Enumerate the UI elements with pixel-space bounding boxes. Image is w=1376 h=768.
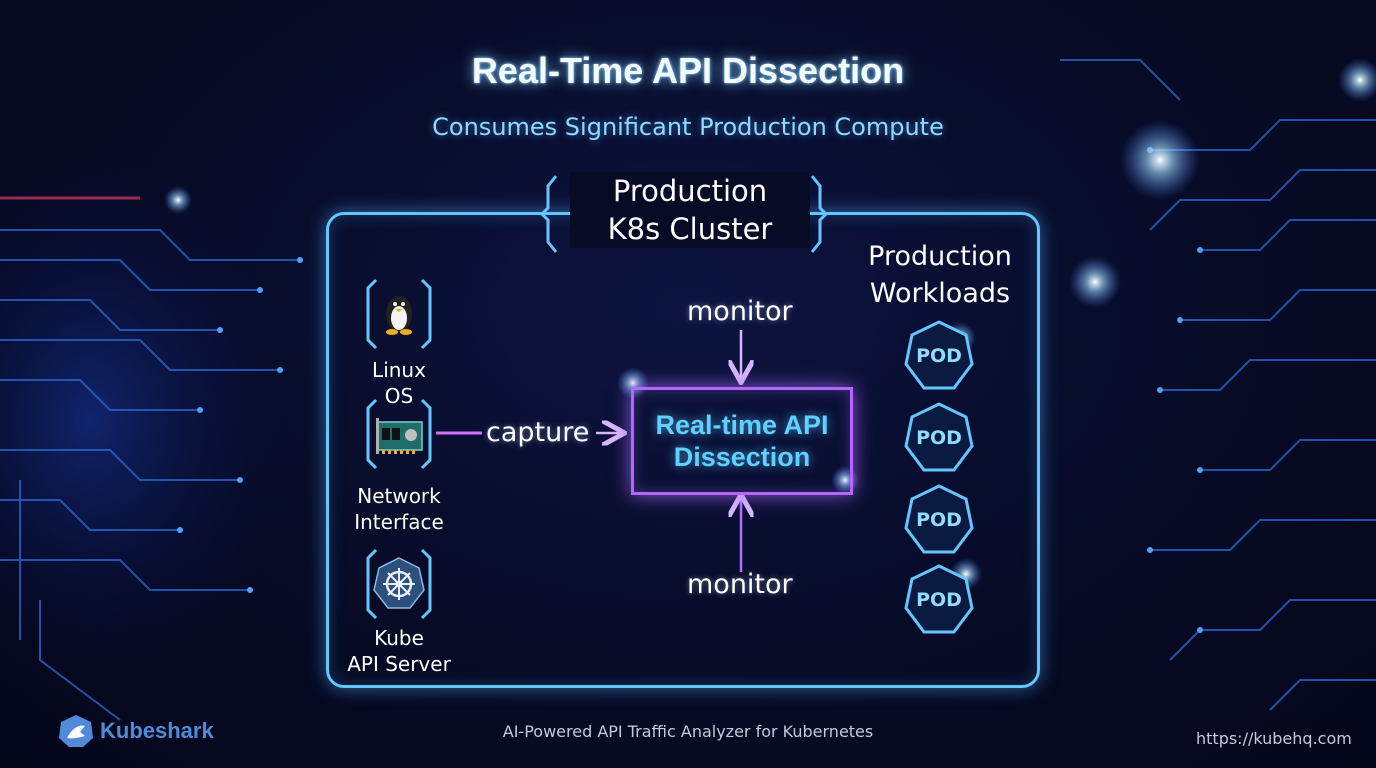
brand-name: Kubeshark	[100, 718, 214, 743]
network-interface-label-line2: Interface	[354, 510, 444, 534]
network-card-icon	[366, 398, 432, 470]
network-interface-label: Network Interface	[329, 483, 469, 535]
page-title: Real-Time API Dissection	[471, 50, 905, 91]
linux-penguin-icon	[366, 278, 432, 350]
kube-api-server-label-line2: API Server	[347, 652, 451, 676]
pod-label: POD	[916, 345, 962, 367]
pod-hexagon: POD	[904, 402, 974, 474]
page-subtitle: Consumes Significant Production Compute	[432, 113, 944, 141]
pod-hexagon: POD	[904, 484, 974, 556]
pod-hexagon: POD	[904, 564, 974, 636]
pod-label: POD	[916, 589, 962, 611]
workloads-title-line2: Workloads	[869, 278, 1011, 309]
pod-label: POD	[916, 427, 962, 449]
pod-hexagon: POD	[904, 320, 974, 392]
footer-tagline: AI-Powered API Traffic Analyzer for Kube…	[502, 722, 874, 741]
network-interface-label-line1: Network	[357, 484, 441, 508]
cluster-label-brackets	[540, 175, 829, 253]
kube-api-server-label-line1: Kube	[374, 626, 424, 650]
cluster-label-line1: Production	[612, 174, 768, 208]
monitor-label-bottom: monitor	[687, 569, 793, 600]
cluster-label: Production K8s Cluster	[570, 172, 810, 248]
dissection-box-line1: Real-time API	[655, 410, 829, 440]
linux-os-label-line1: Linux	[372, 358, 426, 382]
kube-api-server-label: Kube API Server	[329, 625, 469, 677]
workloads-title-line1: Production	[868, 241, 1012, 272]
dissection-box-line2: Dissection	[673, 442, 811, 472]
linux-os-label: Linux OS	[329, 357, 469, 409]
pod-label: POD	[916, 509, 962, 531]
kubernetes-helm-icon	[366, 548, 432, 620]
linux-os-label-line2: OS	[384, 384, 414, 408]
workloads-title: Production Workloads	[850, 238, 1030, 312]
footer-url: https://kubehq.com	[1196, 729, 1352, 748]
kubeshark-brand: Kubeshark	[58, 714, 228, 748]
cluster-label-line2: K8s Cluster	[607, 212, 773, 246]
dissection-box: Real-time API Dissection	[631, 387, 853, 495]
monitor-label-top: monitor	[687, 296, 793, 327]
capture-label: capture	[486, 417, 590, 448]
kubeshark-logo-icon	[59, 715, 93, 747]
